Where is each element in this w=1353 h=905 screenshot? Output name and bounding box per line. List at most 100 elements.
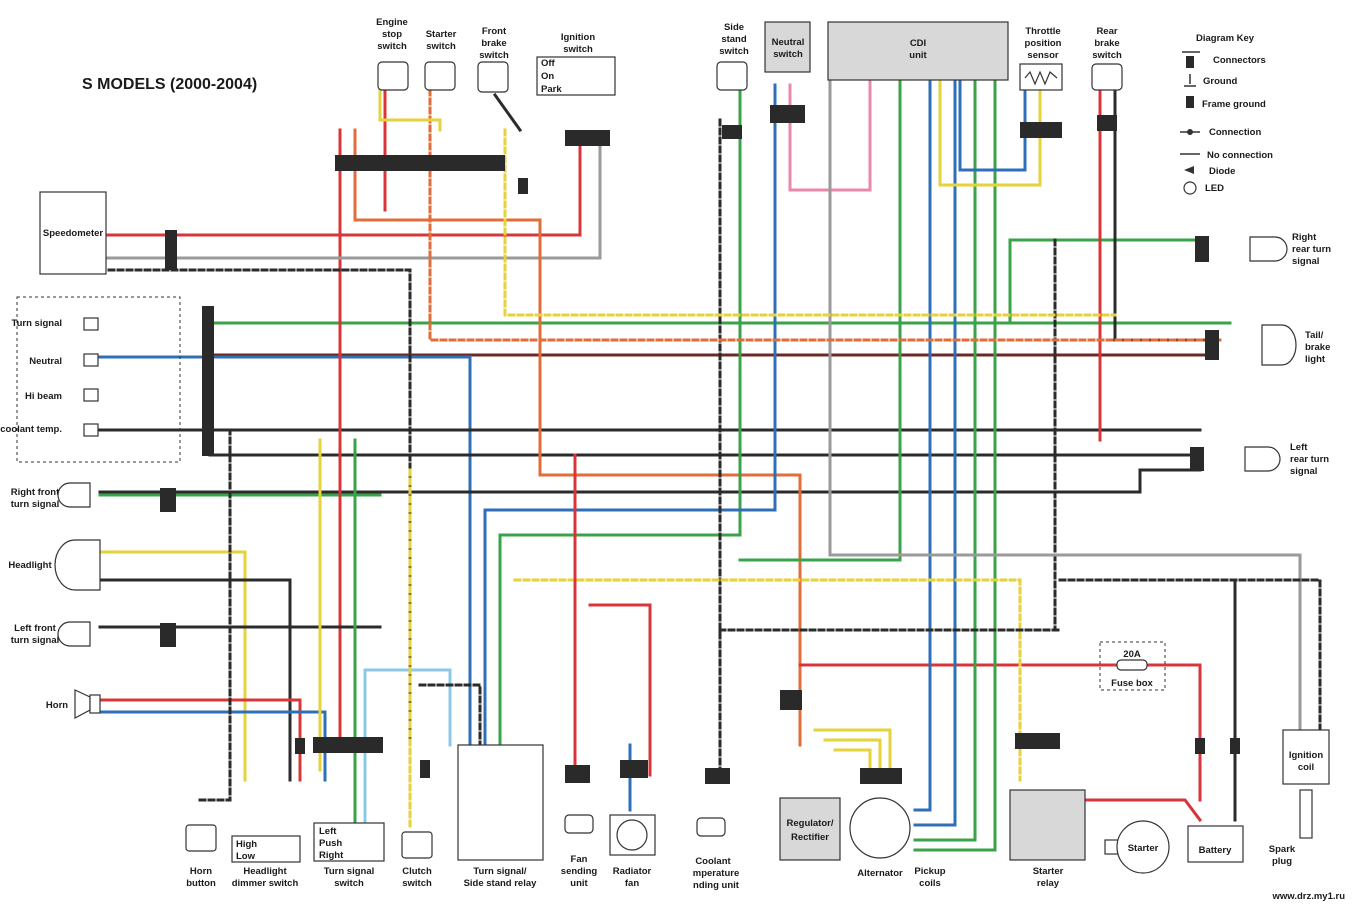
pickup-coils: Pickup coils — [914, 866, 945, 889]
svg-text:stand: stand — [721, 34, 747, 45]
headlight-dimmer-switch: High Low Headlight dimmer switch — [231, 835, 301, 889]
svg-text:Engine: Engine — [376, 17, 408, 28]
ignition-switch: Ignition switch Off On Park — [536, 32, 616, 96]
clutch-switch: Clutch switch — [401, 831, 433, 889]
svg-text:light: light — [1305, 354, 1326, 365]
neutral-switch: Neutral switch — [764, 21, 811, 73]
svg-text:brake: brake — [481, 38, 506, 49]
diagram-key: Diagram Key Connectors Ground Frame grou… — [1180, 33, 1273, 195]
svg-text:switch: switch — [719, 46, 749, 57]
svg-text:coils: coils — [919, 878, 941, 889]
svg-text:Right: Right — [1292, 232, 1317, 243]
svg-text:Coolant: Coolant — [695, 856, 731, 867]
svg-text:Right: Right — [319, 850, 344, 861]
svg-text:signal: signal — [1290, 466, 1317, 477]
svg-text:Battery: Battery — [1199, 845, 1232, 856]
horn: Horn — [46, 689, 101, 719]
cdi-unit: CDI unit — [827, 21, 1009, 81]
svg-text:nding unit: nding unit — [693, 880, 740, 891]
svg-text:rear turn: rear turn — [1290, 454, 1329, 465]
speedometer: Speedometer — [39, 191, 107, 275]
svg-text:Connectors: Connectors — [1213, 55, 1266, 66]
svg-text:Left front: Left front — [14, 623, 57, 634]
left-front-turn-signal: Left front turn signal — [11, 621, 91, 647]
rear-brake-switch: Rear brake switch — [1091, 26, 1123, 91]
svg-text:No connection: No connection — [1207, 150, 1273, 161]
svg-text:Speedometer: Speedometer — [43, 228, 103, 239]
svg-text:unit: unit — [909, 50, 927, 61]
svg-text:Left: Left — [319, 826, 337, 837]
svg-text:Horn: Horn — [190, 866, 212, 877]
svg-text:Fuse box: Fuse box — [1111, 678, 1153, 689]
svg-text:Connection: Connection — [1209, 127, 1261, 138]
svg-text:brake: brake — [1305, 342, 1330, 353]
svg-text:Off: Off — [541, 58, 556, 69]
svg-text:sending: sending — [561, 866, 598, 877]
svg-text:Turn signal: Turn signal — [324, 866, 375, 877]
svg-text:Headlight: Headlight — [8, 560, 52, 571]
fuse-box: 20A Fuse box — [1099, 641, 1166, 691]
svg-text:fan: fan — [625, 878, 639, 889]
regulator-rectifier: Regulator/ Rectifier — [779, 797, 841, 861]
svg-text:switch: switch — [402, 878, 432, 889]
svg-text:switch: switch — [1092, 50, 1122, 61]
throttle-position-sensor: Throttle position sensor — [1019, 26, 1063, 91]
svg-text:Ignition: Ignition — [561, 32, 595, 43]
wire-harness — [98, 78, 1322, 852]
svg-text:rear turn: rear turn — [1292, 244, 1331, 255]
alternator: Alternator — [849, 797, 911, 879]
svg-text:Horn: Horn — [46, 700, 68, 711]
side-stand-switch: Side stand switch — [716, 22, 749, 91]
svg-text:switch: switch — [334, 878, 364, 889]
svg-text:turn signal: turn signal — [11, 499, 60, 510]
starter-motor: Starter — [1104, 820, 1170, 874]
svg-text:turn signal: turn signal — [11, 635, 60, 646]
svg-text:Tail/: Tail/ — [1305, 330, 1324, 341]
headlight: Headlight — [8, 539, 101, 591]
svg-text:sensor: sensor — [1027, 50, 1058, 61]
svg-text:Rear: Rear — [1096, 26, 1117, 37]
svg-text:Starter: Starter — [1033, 866, 1064, 877]
svg-text:Frame ground: Frame ground — [1202, 99, 1266, 110]
left-rear-turn-signal: Left rear turn signal — [1244, 442, 1329, 477]
right-rear-turn-signal: Right rear turn signal — [1249, 232, 1331, 267]
svg-text:switch: switch — [563, 44, 593, 55]
svg-text:LED: LED — [1205, 183, 1224, 194]
coolant-temperature-sending-unit: Coolant mperature nding unit — [693, 817, 740, 891]
svg-text:Radiator: Radiator — [613, 866, 652, 877]
svg-text:dimmer switch: dimmer switch — [232, 878, 299, 889]
svg-text:coil: coil — [1298, 762, 1314, 773]
svg-text:Starter: Starter — [426, 29, 457, 40]
svg-text:Clutch: Clutch — [402, 866, 432, 877]
svg-text:Regulator/: Regulator/ — [787, 818, 834, 829]
svg-text:signal: signal — [1292, 256, 1319, 267]
engine-stop-switch: Engine stop switch — [376, 17, 409, 91]
page-title: S MODELS (2000-2004) — [82, 76, 257, 93]
svg-text:Ignition: Ignition — [1289, 750, 1323, 761]
svg-text:Push: Push — [319, 838, 342, 849]
svg-text:switch: switch — [773, 49, 803, 60]
svg-text:On: On — [541, 71, 554, 82]
battery: Battery — [1187, 825, 1244, 863]
starter-relay: Starter relay — [1009, 789, 1086, 889]
svg-text:High: High — [236, 839, 257, 850]
svg-text:Alternator: Alternator — [857, 868, 903, 879]
svg-text:brake: brake — [1094, 38, 1119, 49]
svg-text:relay: relay — [1037, 878, 1060, 889]
spark-plug: Spark plug — [1269, 789, 1313, 867]
svg-text:Pickup: Pickup — [914, 866, 945, 877]
svg-text:Starter: Starter — [1128, 843, 1159, 854]
svg-text:Right front: Right front — [11, 487, 60, 498]
svg-text:Diode: Diode — [1209, 166, 1235, 177]
svg-text:mperature: mperature — [693, 868, 739, 879]
watermark: www.drz.my1.ru — [1272, 891, 1346, 902]
svg-text:Throttle: Throttle — [1025, 26, 1060, 37]
tail-brake-light: Tail/ brake light — [1261, 324, 1330, 366]
svg-text:Neutral: Neutral — [29, 356, 62, 367]
svg-text:switch: switch — [479, 50, 509, 61]
svg-text:Diagram Key: Diagram Key — [1196, 33, 1255, 44]
turn-signal-switch: Left Push Right Turn signal switch — [313, 822, 385, 889]
fan-sending-unit: Fan sending unit — [561, 814, 598, 889]
svg-text:CDI: CDI — [910, 38, 926, 49]
